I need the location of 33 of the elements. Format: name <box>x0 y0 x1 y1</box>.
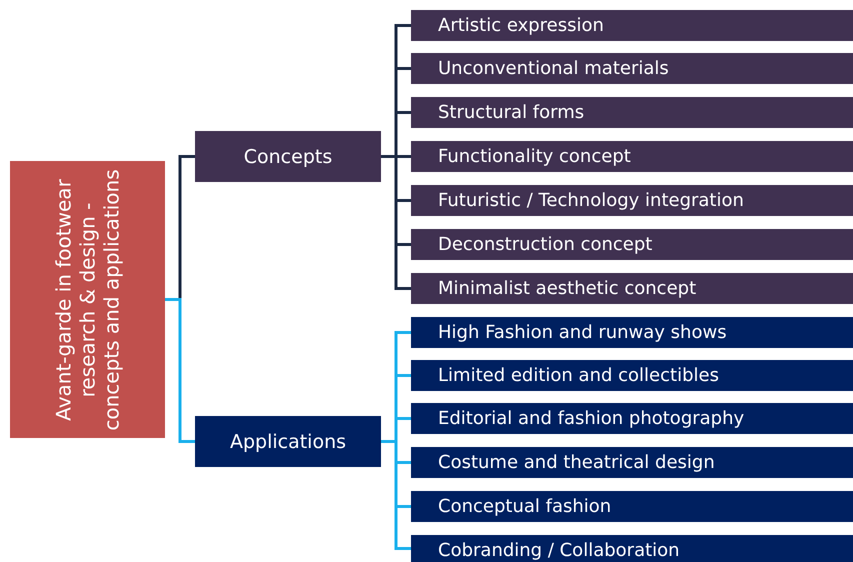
item-box <box>411 185 853 216</box>
item-box <box>411 491 853 522</box>
category-box <box>195 131 381 182</box>
item-box <box>411 360 853 391</box>
item-box <box>411 403 853 434</box>
label-text: Artistic expression <box>438 15 604 36</box>
label-text: Concepts <box>244 146 332 168</box>
title-text: Avant-garde in footwear research & design - concepts and applications <box>52 168 124 431</box>
item-box <box>411 229 853 260</box>
title-box <box>10 161 165 438</box>
label-text: Cobranding / Collaboration <box>438 539 680 562</box>
label-text: Functionality concept <box>438 146 631 167</box>
label-text: Editorial and fashion photography <box>438 408 744 429</box>
label-text: Costume and theatrical design <box>438 452 715 473</box>
item-box <box>411 317 853 348</box>
item-box <box>411 97 853 128</box>
label-text: Deconstruction concept <box>438 234 652 255</box>
label-text: Unconventional materials <box>438 58 669 79</box>
label-text: Conceptual fashion <box>438 496 612 517</box>
item-box <box>411 447 853 478</box>
item-box <box>411 53 853 84</box>
item-box <box>411 273 853 304</box>
label-text: Applications <box>230 430 346 452</box>
label-text: High Fashion and runway shows <box>438 322 727 343</box>
connector-line <box>165 298 195 443</box>
item-box <box>411 10 853 41</box>
category-box <box>195 416 381 467</box>
label-text: Limited edition and collectibles <box>438 365 719 386</box>
label-text: Structural forms <box>438 102 584 123</box>
item-box <box>411 535 853 562</box>
label-text: Minimalist aesthetic concept <box>438 278 696 299</box>
label-text: Futuristic / Technology integration <box>438 190 744 211</box>
item-box <box>411 141 853 172</box>
